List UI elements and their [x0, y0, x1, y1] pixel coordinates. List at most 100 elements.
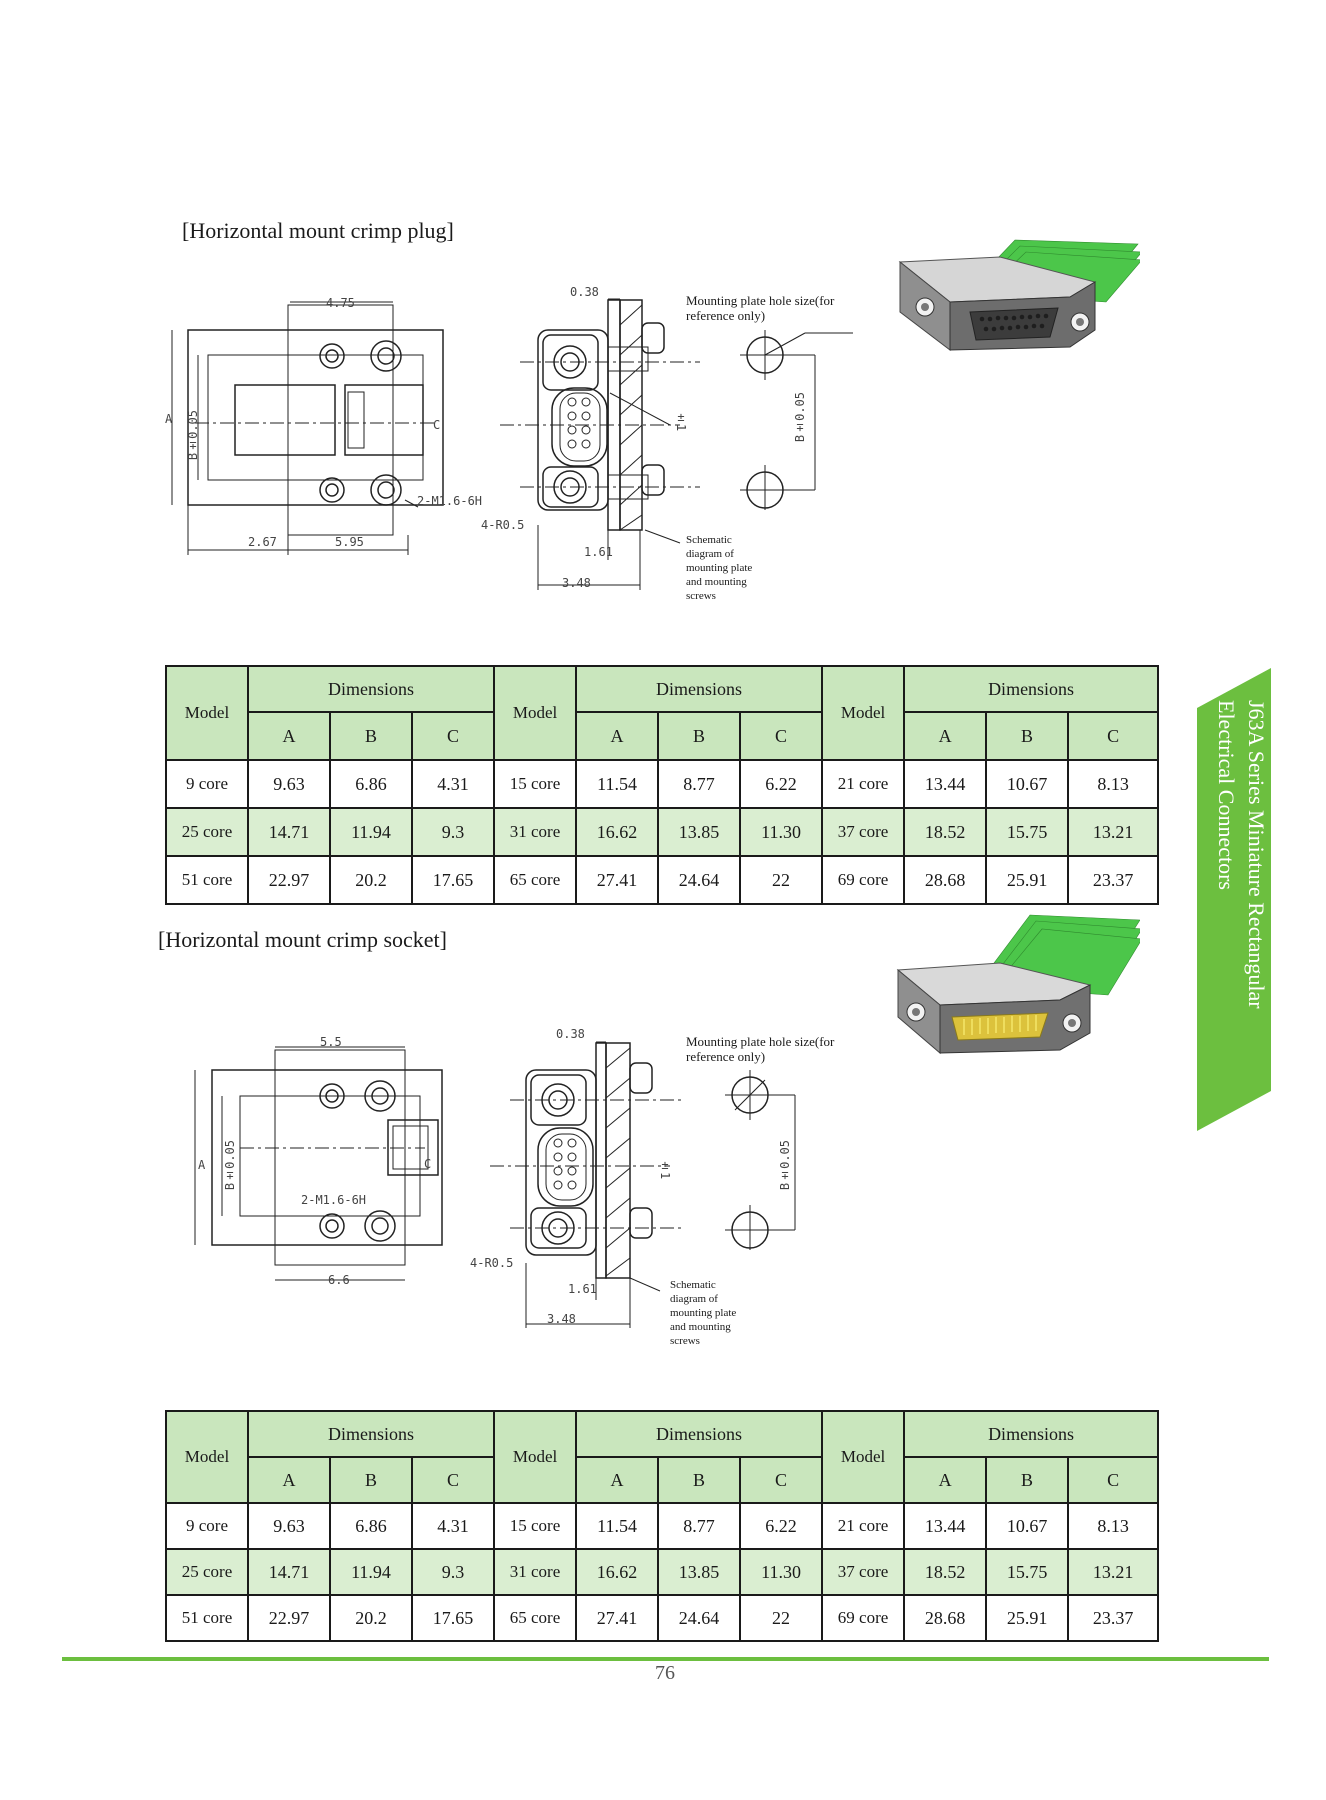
table-cell: 9.3 [410, 1548, 496, 1596]
table-cell: 9 core [165, 1502, 249, 1550]
socket-header-b-2: B [657, 1456, 742, 1504]
table-cell: 69 core [821, 1594, 906, 1642]
table-cell: 15 core [493, 759, 578, 809]
table-cell: 13.85 [657, 807, 742, 857]
table-cell: 13.21 [1067, 807, 1160, 857]
table-cell: 37 core [821, 1548, 906, 1596]
plug-header-dimensions-2: Dimensions [575, 665, 824, 713]
table-cell: 28.68 [903, 855, 988, 905]
table-cell: 4.31 [410, 759, 496, 809]
plug-dimensions-table: Model Dimensions Model Dimensions Model … [165, 665, 1160, 905]
table-cell: 8.77 [657, 1502, 742, 1550]
socket-dim-c: C [424, 1157, 432, 1171]
table-cell: 65 core [493, 855, 578, 905]
plug-dim-bottom-right: 5.95 [335, 535, 364, 549]
plug-header-b-1: B [329, 711, 413, 761]
side-tab-title: J63A Series Miniature Rectangular Electr… [1197, 700, 1271, 1100]
footer-rule [62, 1657, 1269, 1661]
table-cell: 17.65 [410, 855, 496, 905]
socket-header-model-1: Model [165, 1410, 249, 1504]
table-cell: 25.91 [985, 1594, 1070, 1642]
socket-header-c-3: C [1067, 1456, 1160, 1504]
table-cell: 11.94 [329, 807, 413, 857]
table-cell: 24.64 [657, 1594, 742, 1642]
plug-header-dimensions-1: Dimensions [246, 665, 496, 713]
table-cell: 8.13 [1067, 759, 1160, 809]
socket-header-a-1: A [247, 1456, 331, 1504]
plug-dim-hole-spacing: B±0.05 [793, 392, 807, 443]
plug-note-schematic: Schematic diagram of mounting plate and … [686, 534, 753, 602]
table-cell: 51 core [165, 855, 249, 905]
plug-dim-depth-small: 1.61 [584, 545, 613, 559]
table-cell: 6.86 [329, 1502, 413, 1550]
table-cell: 18.52 [903, 1548, 988, 1596]
table-cell: 11.30 [739, 1548, 824, 1596]
socket-section-title: [Horizontal mount crimp socket] [158, 927, 447, 952]
socket-header-model-2: Model [493, 1410, 578, 1504]
plug-dim-a: A [165, 412, 173, 426]
table-cell: 25.91 [985, 855, 1070, 905]
side-tab-background [1197, 668, 1271, 1131]
socket-side-view-drawing [490, 1041, 685, 1328]
plug-product-image [898, 239, 1140, 352]
table-cell: 18.52 [903, 807, 988, 857]
plug-dim-thread: 2-M1.6-6H [417, 494, 483, 508]
table-cell: 8.77 [657, 759, 742, 809]
table-cell: 27.41 [575, 1594, 660, 1642]
table-cell: 13.21 [1067, 1548, 1160, 1596]
table-row: 25 core 14.71 11.94 9.3 31 core 16.62 13… [165, 1548, 1160, 1596]
table-cell: 15 core [493, 1502, 578, 1550]
socket-header-b-3: B [985, 1456, 1070, 1504]
table-cell: 21 core [821, 1502, 906, 1550]
plug-header-dimensions-3: Dimensions [903, 665, 1160, 713]
socket-header-a-2: A [575, 1456, 660, 1504]
side-tab-line-1: J63A Series Miniature Rectangular [1244, 700, 1269, 1009]
table-cell: 6.86 [329, 759, 413, 809]
table-cell: 22.97 [247, 1594, 331, 1642]
table-cell: 20.2 [329, 855, 413, 905]
table-cell: 16.62 [575, 807, 660, 857]
plug-dim-bottom-left: 2.67 [248, 535, 277, 549]
plug-header-model-2: Model [493, 665, 578, 761]
table-row: 9 core 9.63 6.86 4.31 15 core 11.54 8.77… [165, 759, 1160, 809]
table-cell: 22.97 [247, 855, 331, 905]
table-cell: 22 [739, 1594, 824, 1642]
table-cell: 9.63 [247, 1502, 331, 1550]
socket-front-view-drawing [194, 1046, 443, 1281]
socket-header-dimensions-1: Dimensions [246, 1410, 496, 1458]
table-cell: 13.44 [903, 1502, 988, 1550]
plug-dim-b: B±0.05 [186, 410, 200, 461]
socket-dim-depth-total: 3.48 [547, 1312, 576, 1326]
table-cell: 25 core [165, 1548, 249, 1596]
table-cell: 24.64 [657, 855, 742, 905]
plug-header-c-2: C [739, 711, 824, 761]
table-cell: 23.37 [1067, 855, 1160, 905]
socket-note-hole-size: Mounting plate hole size(for reference o… [686, 1034, 835, 1064]
plug-header-a-1: A [247, 711, 331, 761]
table-cell: 16.62 [575, 1548, 660, 1596]
socket-dim-thread: 2-M1.6-6H [301, 1193, 367, 1207]
table-cell: 11.54 [575, 1502, 660, 1550]
socket-header-model-3: Model [821, 1410, 906, 1504]
table-cell: 6.22 [739, 1502, 824, 1550]
socket-dim-hole-spacing: B±0.05 [778, 1140, 792, 1191]
socket-header-c-1: C [410, 1456, 496, 1504]
socket-dim-depth-small: 1.61 [568, 1282, 597, 1296]
plug-header-a-3: A [903, 711, 988, 761]
socket-dim-b: B±0.05 [223, 1140, 237, 1191]
plug-header-b-2: B [657, 711, 742, 761]
table-cell: 13.85 [657, 1548, 742, 1596]
table-cell: 28.68 [903, 1594, 988, 1642]
socket-header-dimensions-3: Dimensions [903, 1410, 1160, 1458]
table-cell: 22 [739, 855, 824, 905]
table-cell: 13.44 [903, 759, 988, 809]
socket-dim-top-width: 5.5 [320, 1035, 342, 1049]
plug-note-hole-size: Mounting plate hole size(for reference o… [686, 293, 835, 323]
table-cell: 14.71 [247, 807, 331, 857]
table-cell: 31 core [493, 1548, 578, 1596]
socket-header-b-1: B [329, 1456, 413, 1504]
plug-section-title: [Horizontal mount crimp plug] [182, 218, 454, 243]
table-row: 51 core 22.97 20.2 17.65 65 core 27.41 2… [165, 855, 1160, 905]
table-cell: 37 core [821, 807, 906, 857]
plug-dim-c: C [433, 418, 441, 432]
